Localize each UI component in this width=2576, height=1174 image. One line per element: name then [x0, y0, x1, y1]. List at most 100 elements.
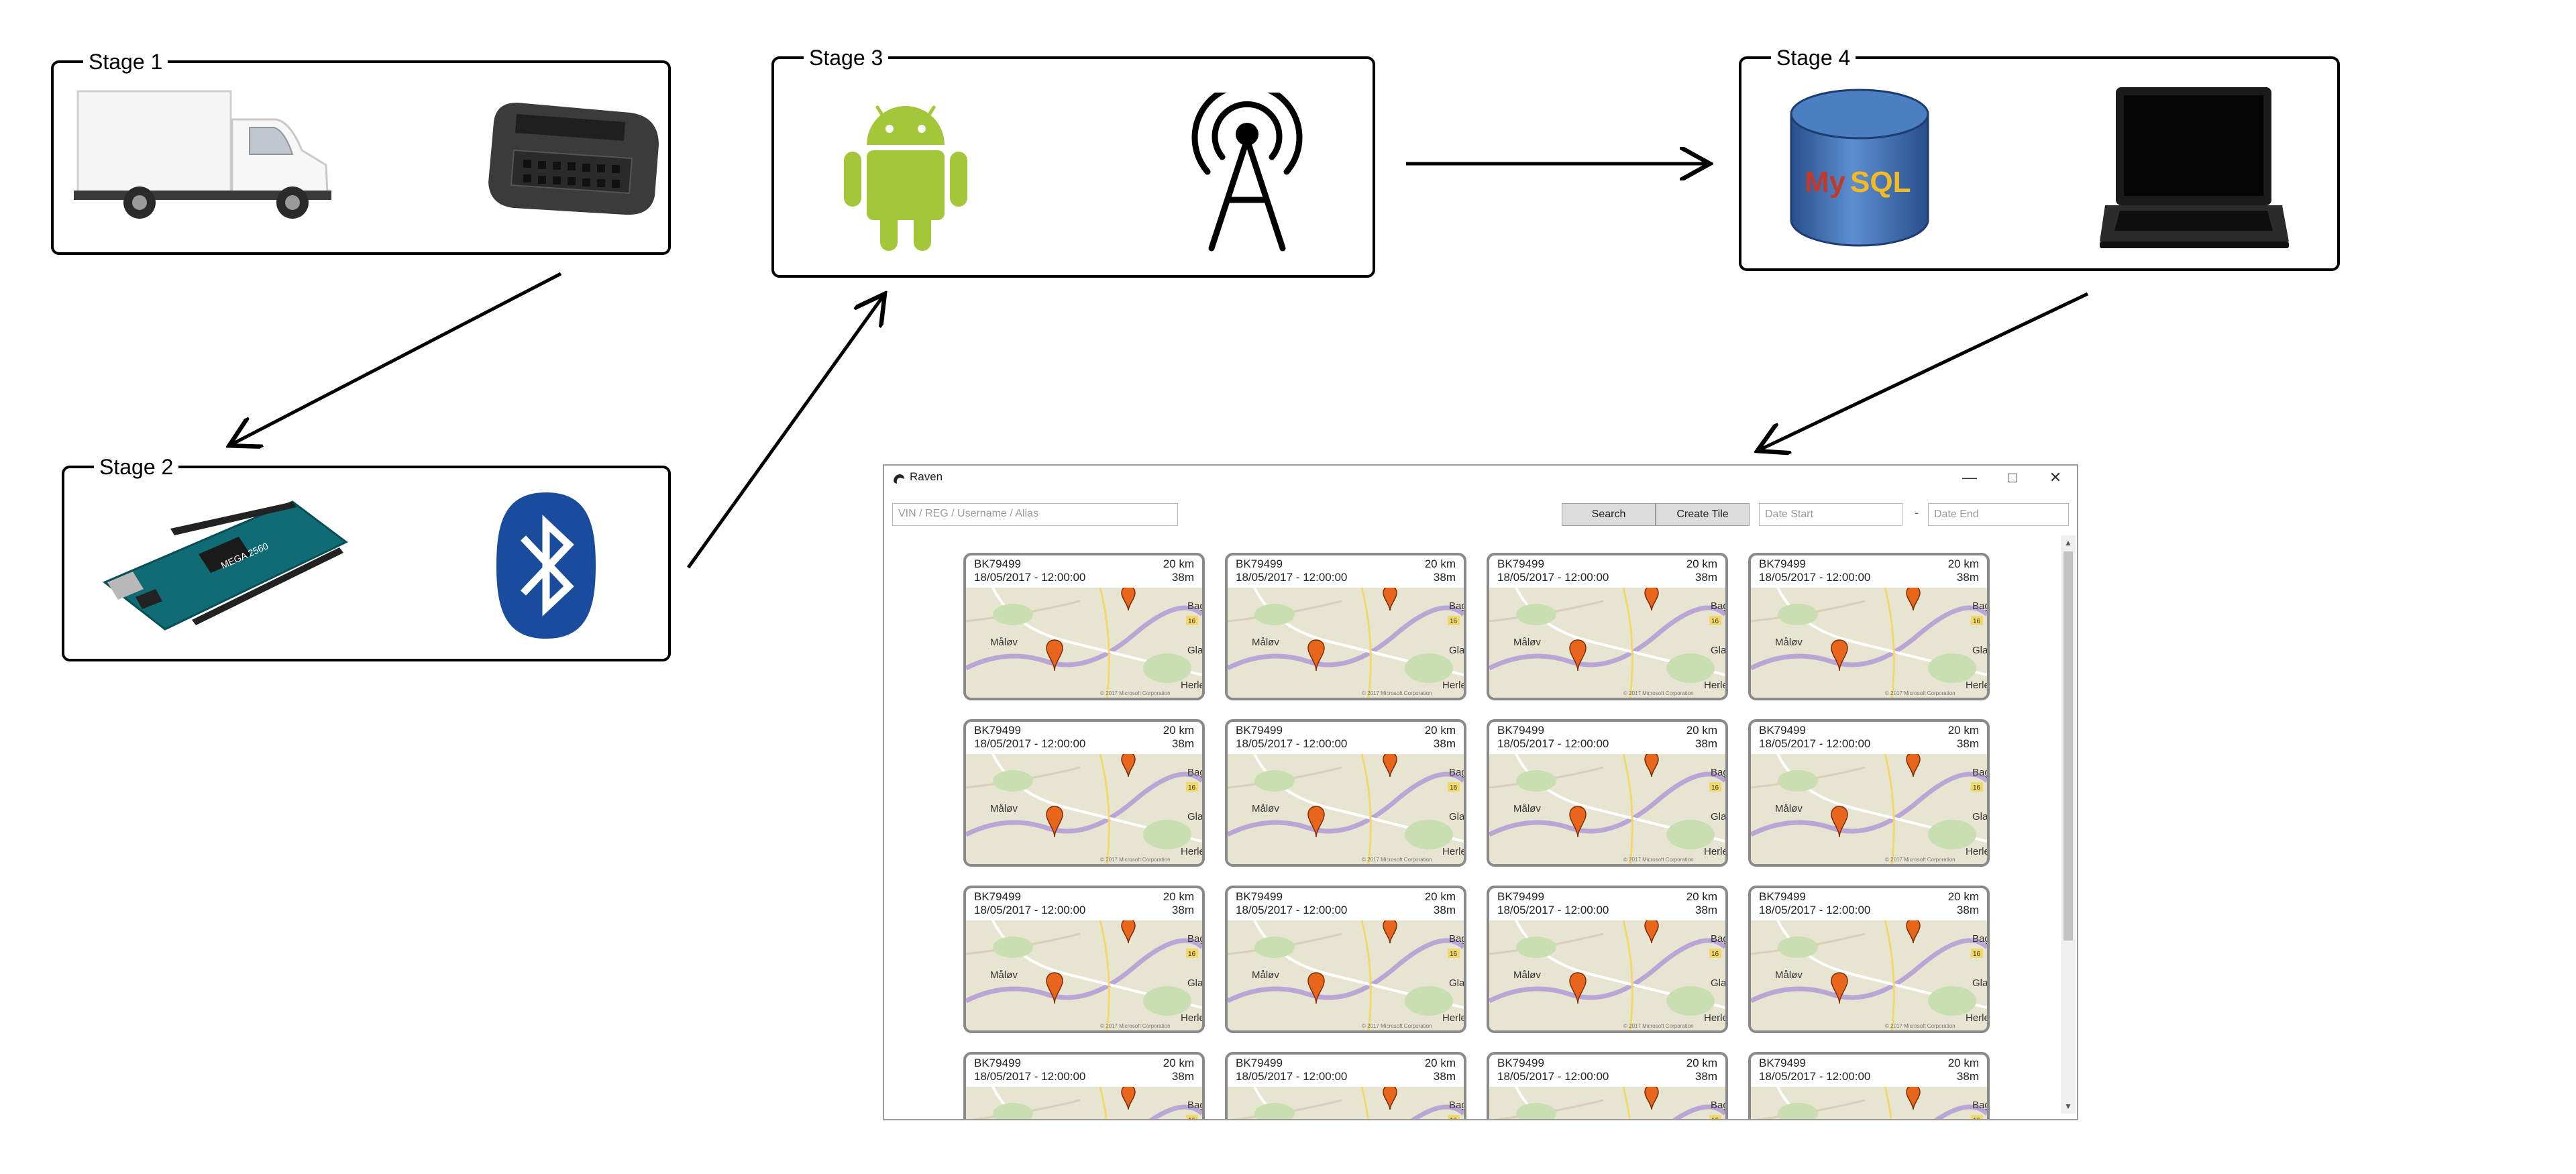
- tile-distance: 20 km: [1163, 1057, 1194, 1069]
- map-label-glad: Glad: [1972, 645, 1987, 656]
- scroll-down-icon[interactable]: ▼: [2064, 1102, 2072, 1111]
- map-copyright: © 2017 Microsoft Corporation: [1100, 690, 1171, 696]
- tile-vehicle-id: BK79499: [974, 890, 1021, 903]
- end-pin-icon: [1121, 920, 1136, 944]
- tile-duration: 38m: [1695, 1070, 1717, 1083]
- map-label-herle: Herle: [1442, 846, 1464, 857]
- minimize-button[interactable]: —: [1962, 469, 1977, 486]
- close-button[interactable]: ✕: [2049, 469, 2062, 486]
- tile-vehicle-id: BK79499: [1497, 890, 1544, 903]
- tile-vehicle-id: BK79499: [1759, 557, 1806, 570]
- tile-distance: 20 km: [1686, 1057, 1717, 1069]
- tile-duration: 38m: [1956, 904, 1979, 916]
- map-label-glad: Glad: [1449, 977, 1464, 989]
- tile-distance: 20 km: [1947, 1057, 1979, 1069]
- end-pin-icon: [1644, 920, 1659, 944]
- map-road-number: 16: [1188, 618, 1196, 625]
- tile-vehicle-id: BK79499: [1236, 1057, 1283, 1069]
- map-road-number: 16: [1450, 951, 1458, 958]
- search-button[interactable]: Search: [1562, 503, 1656, 526]
- tile-date: 18/05/2017 - 12:00:00: [1236, 737, 1348, 750]
- tile-vehicle-id: BK79499: [1497, 724, 1544, 737]
- map-copyright: © 2017 Microsoft Corporation: [1623, 857, 1694, 863]
- map-label-glad: Glad: [1711, 645, 1725, 656]
- end-pin-icon: [1906, 588, 1921, 611]
- tile-map: 16MåløvBagGladHerle© 2017 Microsoft Corp…: [1489, 1087, 1725, 1120]
- map-label-bag: Bag: [1449, 933, 1464, 945]
- tile-map: 16MåløvBagGladHerle© 2017 Microsoft Corp…: [1751, 588, 1987, 698]
- tile-duration: 38m: [1171, 904, 1194, 916]
- map-copyright: © 2017 Microsoft Corporation: [1362, 690, 1432, 696]
- map-label-malov: Måløv: [990, 637, 1018, 648]
- map-road-number: 16: [1973, 951, 1981, 958]
- date-start-input[interactable]: Date Start: [1759, 503, 1902, 526]
- start-pin-icon: [1569, 972, 1587, 1004]
- date-end-input[interactable]: Date End: [1928, 503, 2069, 526]
- map-label-malov: Måløv: [1775, 803, 1803, 814]
- arrow-stage2-to-stage3: [686, 297, 883, 569]
- search-input[interactable]: VIN / REG / Username / Alias: [892, 503, 1178, 526]
- map-road-number: 16: [1711, 1117, 1719, 1120]
- tile-map: 16MåløvBagGladHerle© 2017 Microsoft Corp…: [966, 920, 1202, 1030]
- map-label-glad: Glad: [1449, 811, 1464, 822]
- stage-2-label: Stage 2: [94, 453, 179, 480]
- tile-duration: 38m: [1171, 571, 1194, 584]
- android-icon: [844, 105, 967, 251]
- tile-distance: 20 km: [1686, 890, 1717, 903]
- create-tile-button[interactable]: Create Tile: [1656, 503, 1750, 526]
- map-road-number: 16: [1973, 784, 1981, 792]
- end-pin-icon: [1644, 588, 1659, 611]
- stage-3-box: Stage 3: [771, 44, 1375, 278]
- tile-distance: 20 km: [1686, 557, 1717, 570]
- end-pin-icon: [1383, 754, 1397, 778]
- tile-duration: 38m: [1956, 1070, 1979, 1083]
- tile-distance: 20 km: [1163, 557, 1194, 570]
- vertical-scrollbar[interactable]: ▲ ▼: [2061, 535, 2076, 1114]
- tile-date: 18/05/2017 - 12:00:00: [1497, 1070, 1609, 1083]
- tile-date: 18/05/2017 - 12:00:00: [1497, 737, 1609, 750]
- tile-date: 18/05/2017 - 12:00:00: [1759, 571, 1871, 584]
- title-bar: Raven — □ ✕: [884, 466, 2077, 490]
- end-pin-icon: [1644, 754, 1659, 778]
- map-road-number: 16: [1188, 784, 1196, 792]
- map-label-glad: Glad: [1187, 977, 1202, 989]
- map-label-bag: Bag: [1711, 767, 1725, 778]
- tile-duration: 38m: [1433, 737, 1456, 750]
- start-pin-icon: [1307, 972, 1325, 1004]
- tile-distance: 20 km: [1424, 1057, 1456, 1069]
- tile-map: 16MåløvBagGladHerle© 2017 Microsoft Corp…: [1228, 1087, 1464, 1119]
- map-label-bag: Bag: [1972, 1100, 1987, 1111]
- stage-1-box: Stage 1: [51, 48, 671, 255]
- scroll-up-icon[interactable]: ▲: [2064, 538, 2072, 547]
- map-label-herle: Herle: [1442, 680, 1464, 691]
- map-label-bag: Bag: [1187, 933, 1202, 945]
- map-label-glad: Glad: [1972, 977, 1987, 989]
- arrow-stage1-to-stage2: [232, 272, 562, 444]
- map-label-herle: Herle: [1966, 1012, 1987, 1024]
- stage-1-label: Stage 1: [83, 48, 168, 75]
- scrollbar-thumb[interactable]: [2063, 551, 2073, 941]
- tile-distance: 20 km: [1947, 557, 1979, 570]
- map-label-herle: Herle: [1704, 680, 1725, 691]
- maximize-button[interactable]: □: [2008, 469, 2017, 486]
- tile-distance: 20 km: [1163, 890, 1194, 903]
- start-pin-icon: [1831, 639, 1848, 672]
- tile-distance: 20 km: [1424, 890, 1456, 903]
- tile-date: 18/05/2017 - 12:00:00: [1236, 904, 1348, 916]
